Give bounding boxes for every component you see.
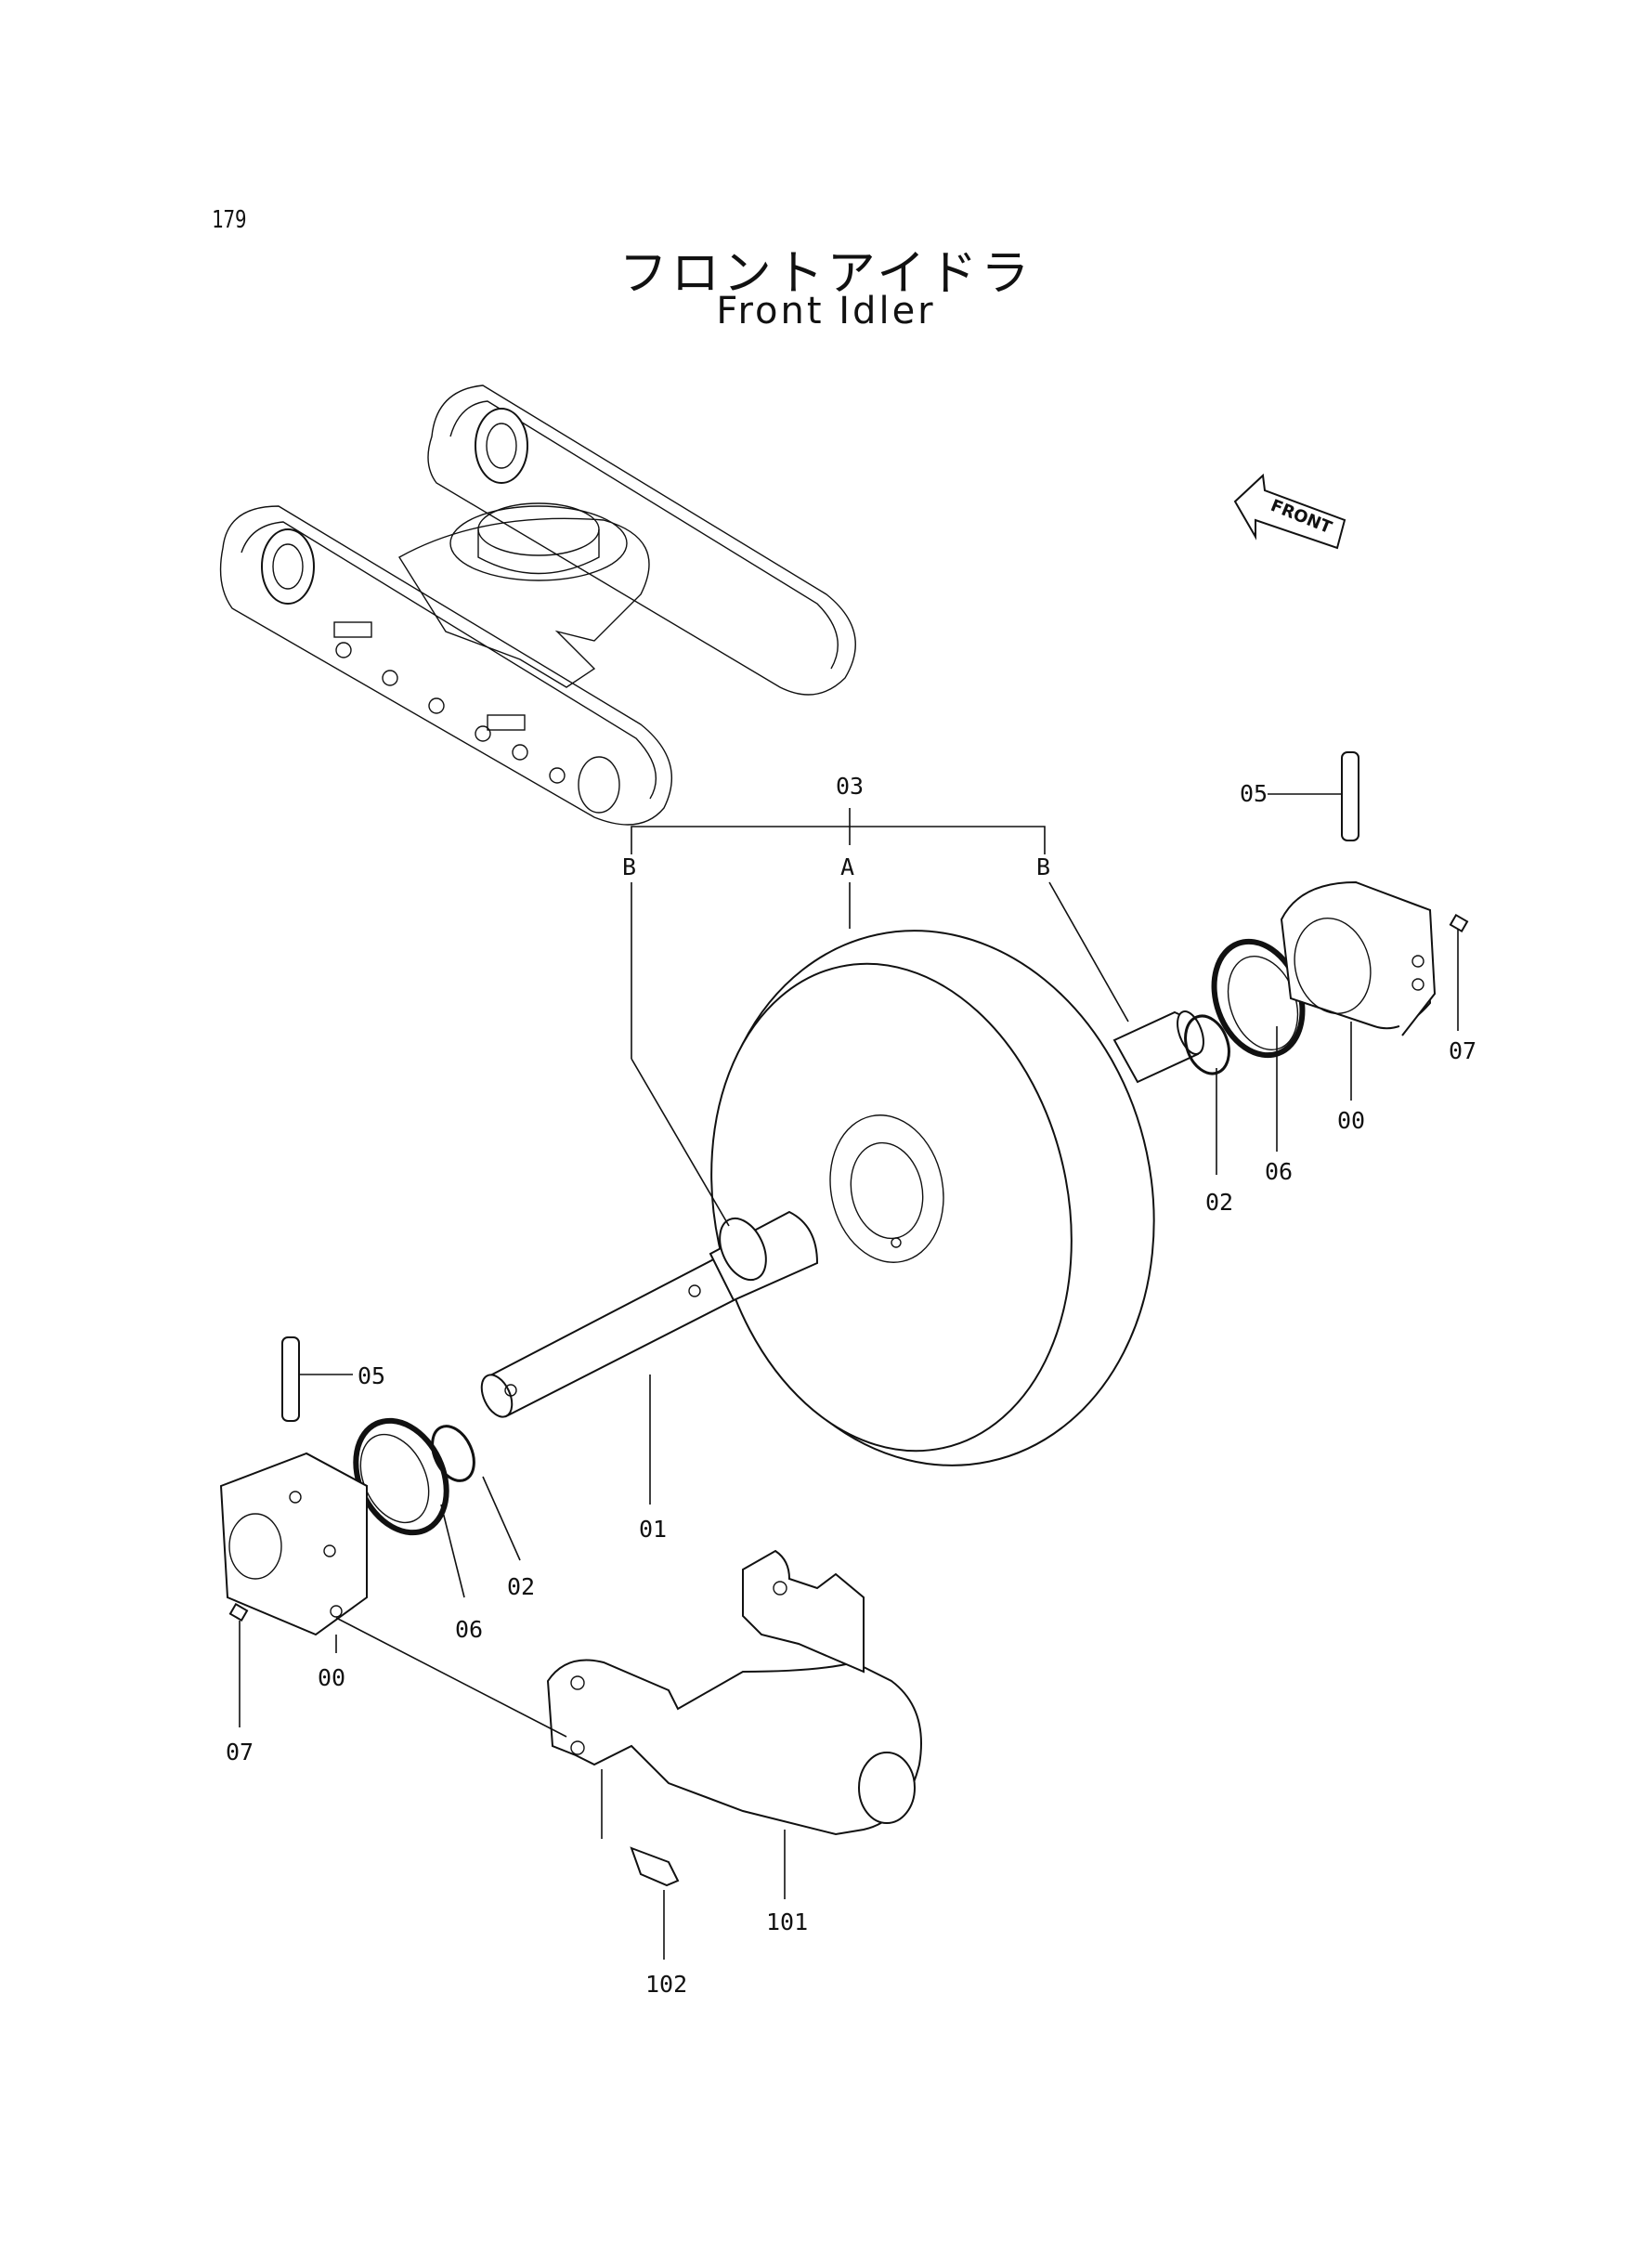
callout-labels: 03 A B B 05 07 00 06 02 05 01 02 06 00 0… (226, 773, 1476, 1998)
callout-02-right: 02 (1205, 1189, 1233, 1216)
page-number: 179 (212, 206, 247, 234)
callout-07-right: 07 (1449, 1037, 1476, 1064)
callout-102: 102 (645, 1971, 687, 1998)
leader-lines (239, 793, 1459, 1960)
o-ring-left (431, 1425, 475, 1482)
callout-00-left: 00 (318, 1664, 345, 1691)
bolt (630, 1846, 680, 1887)
callout-01: 01 (639, 1516, 667, 1543)
idler-shaft (480, 1010, 1204, 1418)
screw-right (1449, 913, 1469, 933)
callout-06-left: 06 (455, 1616, 483, 1643)
idler-yoke (546, 1549, 922, 1836)
overview-idler-front (261, 528, 315, 605)
callout-07-left: 07 (226, 1739, 254, 1765)
overview-idler-back (475, 408, 528, 484)
pin-right (1341, 751, 1359, 841)
callout-05-left: 05 (358, 1362, 385, 1389)
undercarriage-overview (219, 384, 856, 826)
callout-A: A (840, 853, 854, 880)
bracket-left (219, 1452, 368, 1636)
o-ring-right (1184, 1014, 1230, 1075)
callout-05-right: 05 (1240, 780, 1268, 807)
callout-101: 101 (766, 1909, 808, 1935)
front-direction-arrow: FRONT (1233, 473, 1346, 550)
title-english: Front Idler (716, 290, 936, 332)
callout-03: 03 (836, 773, 864, 800)
pin-left (281, 1336, 300, 1422)
screw-left (228, 1602, 249, 1622)
bracket-right (1280, 880, 1437, 1036)
callout-B-left: B (622, 853, 636, 880)
callout-00-right: 00 (1337, 1107, 1365, 1134)
callout-06-right: 06 (1265, 1158, 1293, 1185)
idler-wheel (710, 930, 1155, 1466)
callout-B-right: B (1036, 853, 1050, 880)
callout-02-left: 02 (507, 1573, 535, 1600)
title-japanese: フロントアイドラ (618, 246, 1034, 302)
